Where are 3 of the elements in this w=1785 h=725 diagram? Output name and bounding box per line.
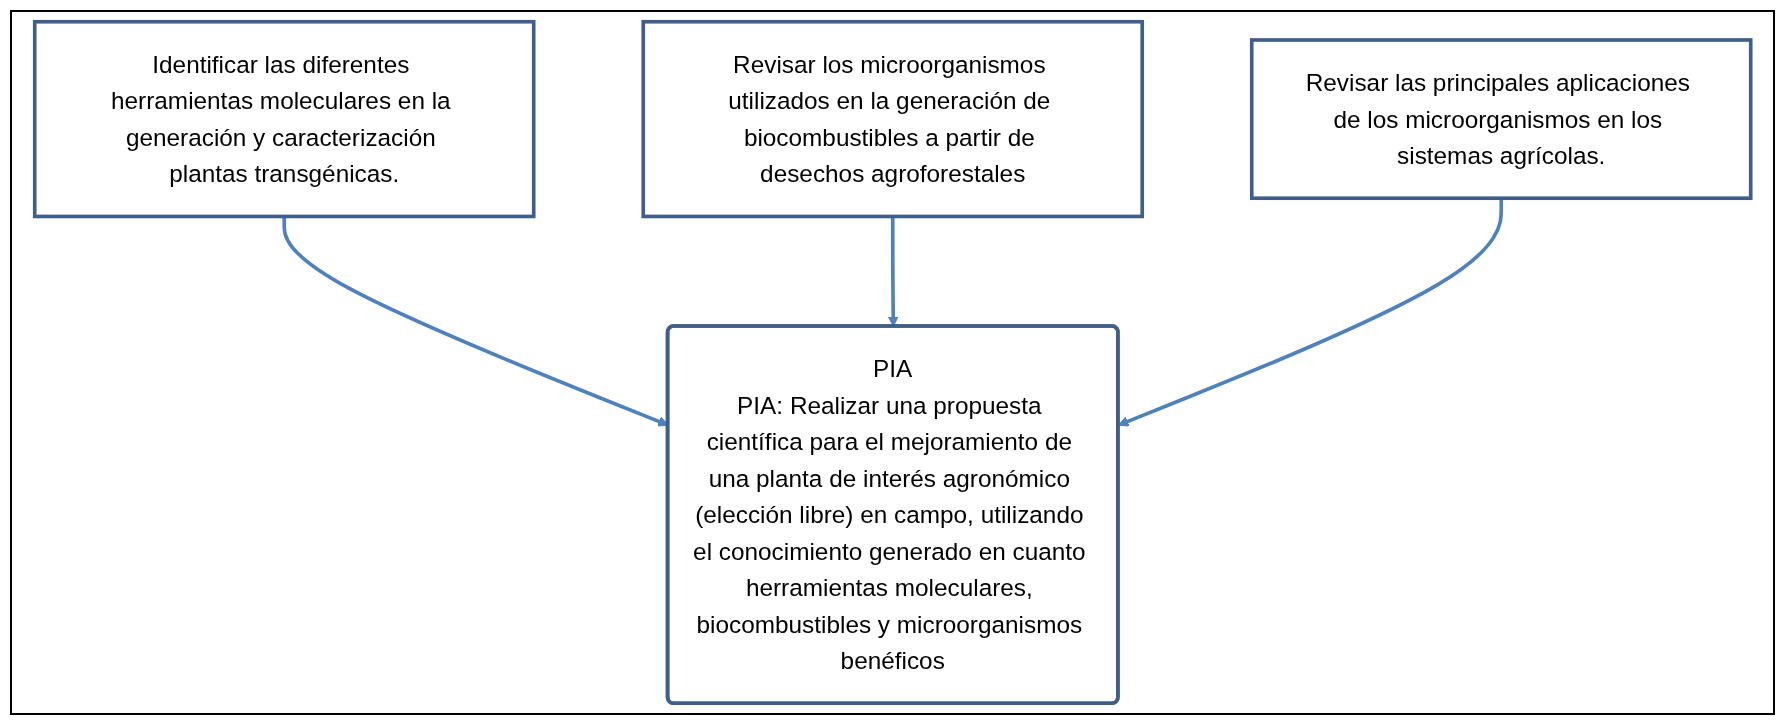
node-box: Identificar las diferentes herramientas moleculares en la generación y caracterización plantas transgénicas. [32,19,536,219]
node-box: Revisar las principales aplicaciones de los microorganismos en los sistemas agrícolas. [1249,38,1753,201]
node-box: Revisar los microorganismos utilizados en la generación de biocombustibles a partir de desechos agroforestales [641,19,1144,219]
